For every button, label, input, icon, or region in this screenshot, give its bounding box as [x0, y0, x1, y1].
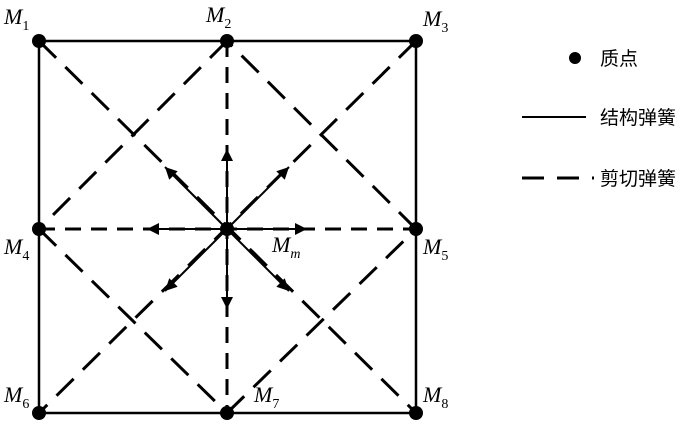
force-arrows — [147, 149, 307, 309]
node-label-base: M — [3, 382, 24, 407]
force-arrow-icon — [164, 166, 228, 230]
node-label-M8: M8 — [422, 382, 448, 412]
node-label-subscript: 5 — [441, 249, 448, 264]
node-label-Mm: Mm — [271, 232, 300, 262]
node-label-base: M — [205, 2, 226, 27]
node-label-subscript: 1 — [22, 19, 29, 34]
node-label-base: M — [271, 232, 292, 257]
node-label-subscript: m — [290, 247, 300, 262]
shear-spring-M5-M2 — [225, 39, 418, 231]
node-label-base: M — [253, 382, 274, 407]
shear-spring-M4-M7 — [37, 227, 229, 415]
mass-point-M5 — [409, 222, 423, 236]
node-label-M4: M4 — [3, 234, 29, 264]
node-label-base: M — [3, 4, 24, 29]
node-label-base: M — [422, 6, 443, 31]
mass-point-M3 — [409, 34, 423, 48]
legend-structural-spring-label: 结构弹簧 — [600, 107, 676, 129]
mass-point-Mm — [220, 222, 234, 236]
legend-shear-spring-label: 剪切弹簧 — [600, 168, 676, 190]
mass-points — [32, 34, 423, 420]
node-label-subscript: 4 — [22, 249, 29, 264]
mass-point-M8 — [409, 406, 423, 420]
mass-point-M1 — [32, 34, 46, 48]
force-arrow-icon — [164, 228, 228, 292]
mass-point-M4 — [32, 222, 46, 236]
node-label-subscript: 6 — [22, 397, 29, 412]
node-label-M3: M3 — [422, 6, 448, 36]
node-label-M1: M1 — [3, 4, 29, 34]
node-label-M2: M2 — [205, 2, 231, 32]
force-arrow-icon — [226, 166, 290, 230]
shear-spring-M2-M4 — [37, 39, 229, 231]
node-label-base: M — [422, 382, 443, 407]
node-label-subscript: 8 — [441, 397, 448, 412]
node-label-base: M — [3, 234, 24, 259]
mass-point-M6 — [32, 406, 46, 420]
legend: 质点 结构弹簧 剪切弹簧 — [522, 48, 676, 190]
shear-spring-M7-M5 — [225, 227, 418, 415]
node-label-subscript: 7 — [272, 397, 279, 412]
legend-mass-point-label: 质点 — [600, 48, 638, 70]
node-label-subscript: 3 — [441, 21, 448, 36]
mass-point-M2 — [220, 34, 234, 48]
node-label-M7: M7 — [253, 382, 279, 412]
node-label-M5: M5 — [422, 234, 448, 264]
legend-mass-point-icon — [569, 52, 581, 64]
node-label-M6: M6 — [3, 382, 29, 412]
force-arrow-icon — [226, 228, 290, 292]
mass-point-M7 — [220, 406, 234, 420]
node-label-subscript: 2 — [224, 17, 231, 32]
node-label-base: M — [422, 234, 443, 259]
